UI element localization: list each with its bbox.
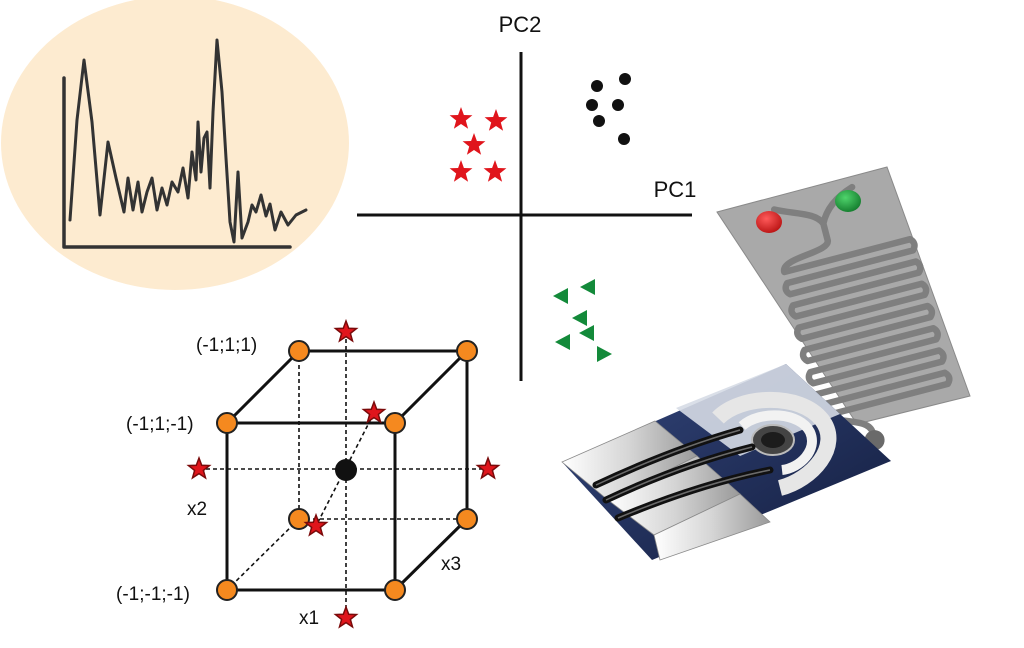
axial-star-icon [303, 512, 329, 537]
axial-star-icon [186, 455, 212, 480]
red-star-icon [483, 160, 507, 182]
screen-printed-electrode-icon [561, 364, 891, 561]
red-inlet-port-icon [756, 211, 782, 233]
cube-edge [393, 517, 469, 592]
orange-vertex-icon [456, 340, 478, 362]
axial-star-points [186, 318, 501, 629]
design-cube: (-1;1;1) (-1;1;-1) (-1;-1;-1) x2 x3 x1 [116, 318, 501, 629]
vertex-label-top-left-back: (-1;1;1) [196, 335, 257, 356]
green-triangle-icon [555, 334, 570, 350]
orange-vertex-icon [384, 579, 406, 601]
vertex-label-bottom-left-front: (-1;-1;-1) [116, 584, 190, 605]
pca-triangle-group [553, 279, 612, 362]
black-dot-icon [593, 115, 605, 127]
red-star-icon [462, 133, 486, 155]
spectrum-trace [68, 38, 308, 244]
pca-dot-group [586, 73, 631, 145]
green-triangle-icon [580, 279, 595, 295]
spectrum-axes [62, 76, 292, 249]
axial-star-icon [333, 318, 359, 343]
green-inlet-port-icon [835, 190, 861, 212]
cube-solid-edges [225, 349, 469, 592]
orange-vertex-icon [288, 508, 310, 530]
cube-hidden-edge [226, 518, 300, 591]
black-dot-icon [618, 133, 630, 145]
pc2-axis-label: PC2 [499, 12, 542, 37]
green-triangle-icon [579, 325, 594, 341]
reference-electrode [738, 410, 817, 475]
working-electrode-core [761, 432, 785, 448]
axial-star-icon [361, 399, 387, 424]
axis-label-x1: x1 [299, 608, 319, 629]
pca-plot: PC2 PC1 [357, 12, 696, 381]
axial-star-icon [333, 604, 359, 629]
electrode-track-1-highlight [595, 429, 741, 486]
green-triangle-icon [553, 288, 568, 304]
axis-label-x3: x3 [441, 554, 461, 575]
orange-vertex-icon [216, 412, 238, 434]
orange-vertex-icon [288, 340, 310, 362]
counter-electrode [712, 391, 837, 496]
spectrum-panel [1, 0, 349, 290]
electrode-track-2-highlight [605, 446, 753, 501]
axial-star-icon [475, 455, 501, 480]
cube-vertices [216, 340, 478, 601]
center-point-icon [335, 459, 357, 481]
black-dot-icon [586, 99, 598, 111]
red-star-icon [449, 107, 473, 129]
spectrum-background [1, 0, 349, 290]
vertex-label-top-left-front: (-1;1;-1) [126, 414, 194, 435]
axis-label-x2: x2 [187, 499, 207, 520]
green-triangle-icon [597, 346, 612, 362]
black-dot-icon [612, 99, 624, 111]
pc1-axis-label: PC1 [654, 177, 697, 202]
electrode-top-region [676, 364, 840, 456]
center-point-icon [335, 459, 357, 481]
red-star-icon [449, 160, 473, 182]
orange-vertex-icon [456, 508, 478, 530]
electrode-track-3-highlight [617, 469, 771, 519]
cube-edge [393, 349, 469, 425]
cube-edge [225, 349, 301, 425]
orange-vertex-icon [384, 412, 406, 434]
red-star-icon [484, 109, 508, 131]
spectrum-chart-icon [62, 38, 308, 249]
orange-vertex-icon [216, 579, 238, 601]
black-dot-icon [591, 80, 603, 92]
electrode-contact-pad-bottom [653, 493, 771, 561]
pca-star-group [449, 107, 508, 182]
green-triangle-icon [572, 310, 587, 326]
black-dot-icon [619, 73, 631, 85]
